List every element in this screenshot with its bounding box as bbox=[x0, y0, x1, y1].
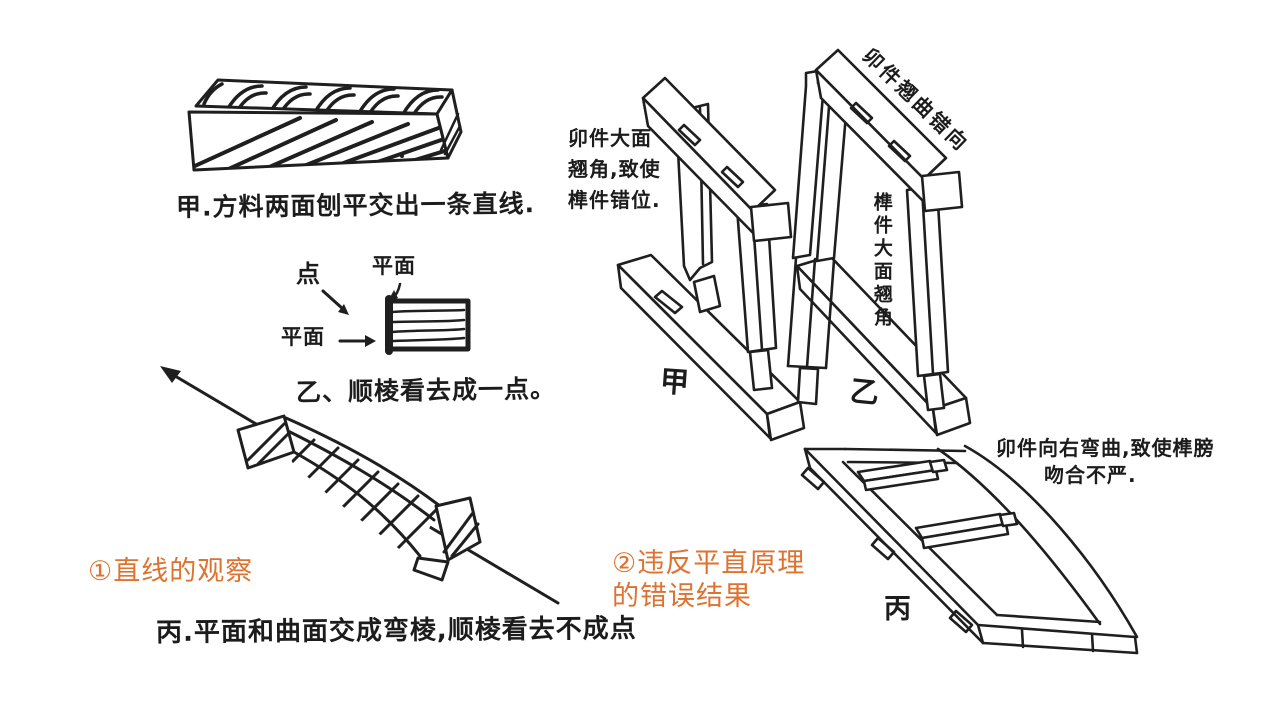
mortise-slot bbox=[887, 139, 912, 163]
sight-line-arrowhead bbox=[160, 366, 181, 383]
plane-top-arrow bbox=[388, 282, 402, 301]
annotation-frame-jia: 卯件大面 翘角,致使 榫件错位. bbox=[568, 123, 661, 216]
annotation-frame-bing-line1: 卯件向右弯曲,致使榫膀 bbox=[996, 436, 1215, 460]
frame-jia-label: 甲 bbox=[658, 363, 692, 401]
mortise-slot bbox=[849, 101, 874, 125]
frame-jia-drawing bbox=[616, 76, 806, 442]
label-plane-top: 平面 bbox=[372, 254, 416, 278]
frame-yi-drawing bbox=[786, 48, 972, 437]
mortise-slot bbox=[800, 466, 826, 491]
annotation-line: 榫件错位. bbox=[568, 188, 661, 212]
end-view-diagram bbox=[321, 282, 471, 355]
mortise-slot bbox=[653, 289, 684, 315]
plane-left-arrow bbox=[338, 335, 376, 347]
caption-warped-board: 丙.平面和曲面交成弯棱,顺棱看去不成点 bbox=[155, 613, 637, 649]
frame-bing-label: 丙 bbox=[884, 594, 912, 625]
caption-edge-view: 乙、顺棱看去成一点。 bbox=[295, 374, 557, 407]
mortise-slot bbox=[948, 609, 974, 634]
frame-bing-drawing bbox=[800, 444, 1139, 655]
point-arrow bbox=[321, 289, 349, 315]
section-caption-2: ②违反平直原理 的错误结果 bbox=[612, 547, 805, 613]
label-plane-left: 平面 bbox=[281, 325, 325, 349]
section-caption-2-line1: ②违反平直原理 bbox=[612, 548, 806, 579]
annotation-frame-yi-side: 榫件大面翘角 bbox=[870, 192, 893, 330]
mortise-slot bbox=[720, 165, 745, 189]
caption-straight-board: 甲.方料两面刨平交出一条直线. bbox=[175, 189, 536, 222]
board-end-grain bbox=[439, 112, 462, 156]
frame-yi-label: 乙 bbox=[848, 373, 882, 411]
mortise-slot bbox=[677, 123, 702, 147]
warped-board-drawing bbox=[160, 366, 560, 605]
mortise-slot bbox=[870, 536, 896, 561]
board-front-grain bbox=[189, 116, 448, 170]
annotation-frame-bing-line2: 吻合不严. bbox=[1044, 463, 1137, 487]
annotation-line: 翘角,致使 bbox=[568, 157, 661, 181]
straight-board-drawing bbox=[187, 78, 463, 172]
label-point: 点 bbox=[296, 260, 321, 288]
section-caption-2-line2: 的错误结果 bbox=[612, 581, 752, 612]
section-caption-1: ①直线的观察 bbox=[88, 556, 254, 587]
annotation-line: 卯件大面 bbox=[568, 126, 652, 150]
